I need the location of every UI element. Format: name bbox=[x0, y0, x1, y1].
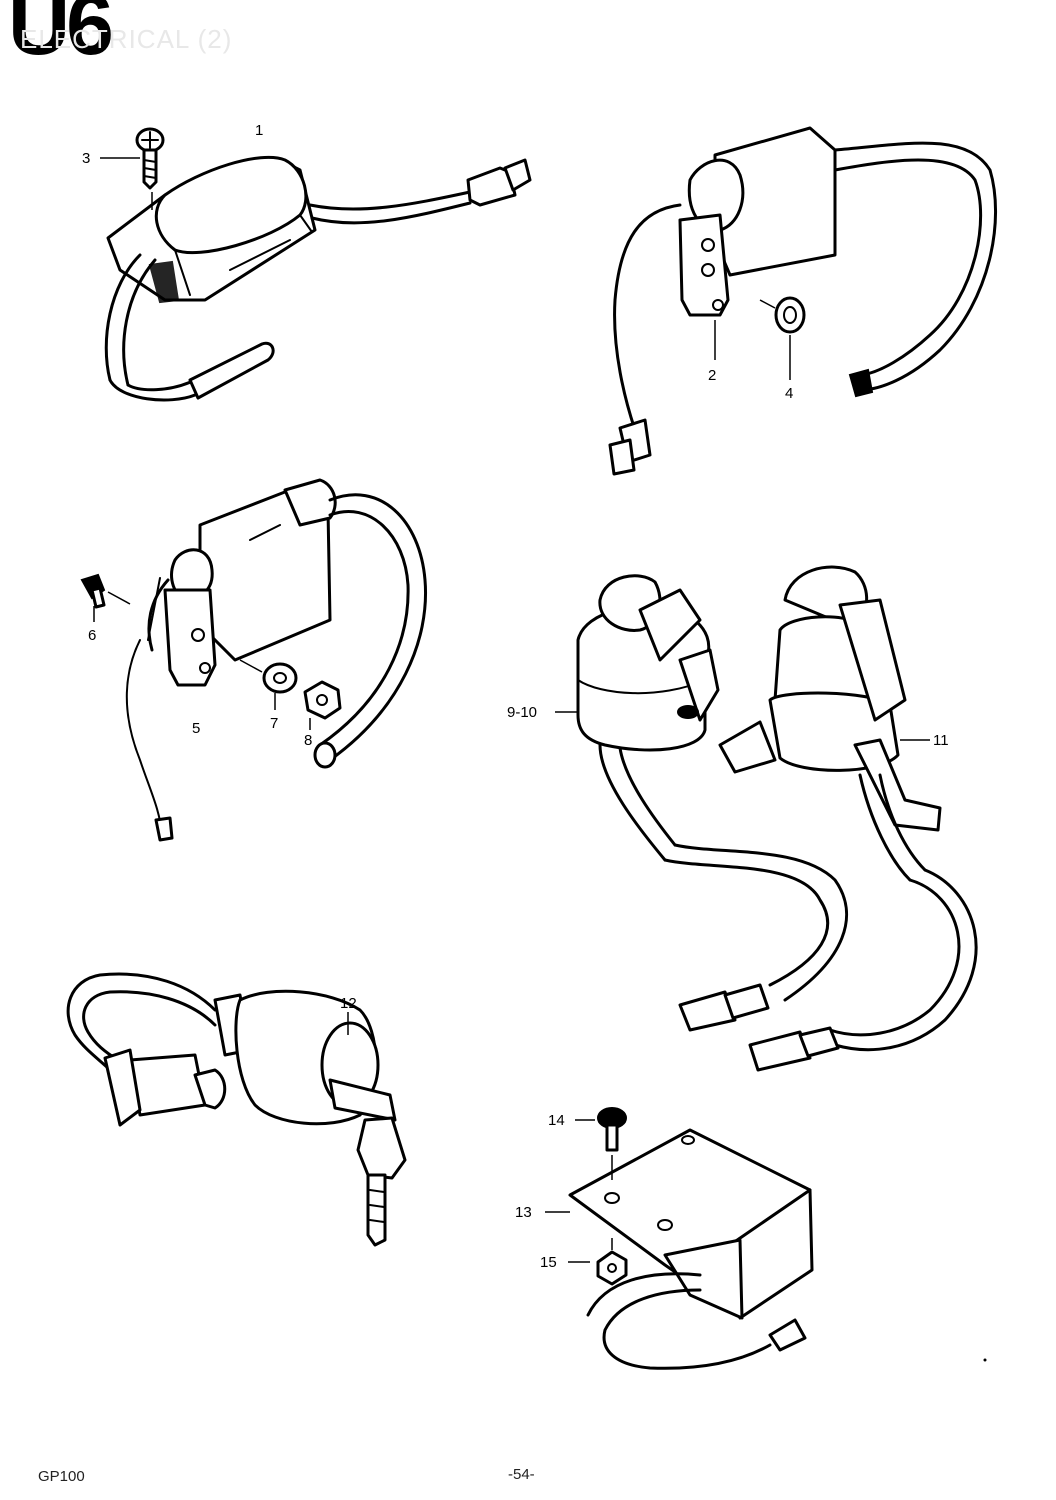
callout-5: 5 bbox=[192, 720, 200, 737]
callout-4: 4 bbox=[785, 385, 793, 402]
callout-15: 15 bbox=[540, 1254, 557, 1271]
ignition-switch-12 bbox=[66, 972, 407, 1247]
callout-1: 1 bbox=[255, 122, 263, 139]
screw-14 bbox=[575, 1107, 627, 1180]
ignition-coil-5 bbox=[125, 478, 428, 842]
ignition-coil-1 bbox=[104, 155, 532, 402]
callout-13: 13 bbox=[515, 1204, 532, 1221]
screw-3 bbox=[100, 127, 165, 210]
ignition-coil-2 bbox=[608, 126, 998, 476]
washer-4 bbox=[714, 296, 806, 380]
callout-12: 12 bbox=[340, 995, 357, 1012]
callout-14: 14 bbox=[548, 1112, 565, 1129]
callout-3: 3 bbox=[82, 150, 90, 167]
callout-11: 11 bbox=[933, 732, 949, 749]
ignition-switch-11 bbox=[718, 565, 978, 1072]
footer-page-number: -54- bbox=[508, 1466, 535, 1483]
washer-7 bbox=[239, 659, 298, 710]
ignition-switch-9-10 bbox=[555, 574, 849, 1032]
footer-model: GP100 bbox=[38, 1468, 85, 1485]
nut-15 bbox=[568, 1238, 628, 1286]
section-title: ELECTRICAL (2) bbox=[20, 24, 233, 54]
callout-9-10: 9-10 bbox=[507, 704, 537, 721]
callout-8: 8 bbox=[304, 732, 312, 749]
section-code: U6 bbox=[8, 0, 114, 73]
callout-6: 6 bbox=[88, 627, 96, 644]
callout-7: 7 bbox=[270, 715, 278, 732]
nut-8 bbox=[303, 680, 342, 730]
regulator-13 bbox=[545, 1128, 814, 1370]
callout-2: 2 bbox=[708, 367, 716, 384]
bolt-6 bbox=[80, 573, 131, 622]
